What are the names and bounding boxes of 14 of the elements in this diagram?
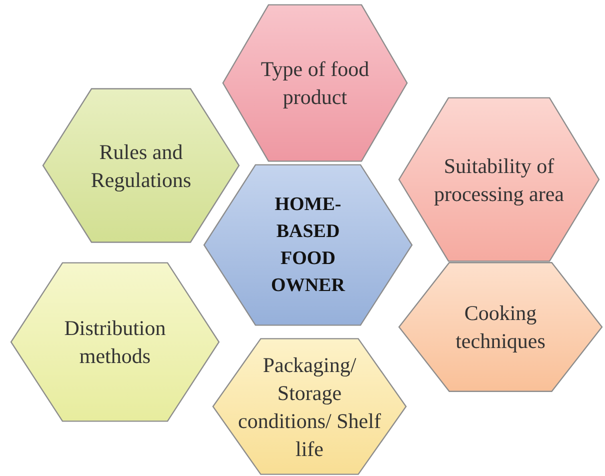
hexagon-shape xyxy=(398,262,603,392)
hexagon-shape xyxy=(222,4,408,162)
node-text: Cooking techniques xyxy=(454,300,546,355)
hexagon-shape xyxy=(212,338,407,475)
hexagon-shape xyxy=(203,164,413,326)
node-text: Packaging/ Storage conditions/ Shelf life xyxy=(237,352,382,462)
node-text: Rules and Regulations xyxy=(90,138,192,194)
hexagon-shape xyxy=(398,97,600,262)
hexagon-shape xyxy=(10,262,220,422)
node-text: Type of food product xyxy=(260,56,370,111)
node-text: Distribution methods xyxy=(63,315,167,370)
node-text: Suitability of processing area xyxy=(432,152,566,208)
node-text: HOME-BASED FOOD OWNER xyxy=(270,193,346,298)
hexagon-shape xyxy=(42,88,240,243)
